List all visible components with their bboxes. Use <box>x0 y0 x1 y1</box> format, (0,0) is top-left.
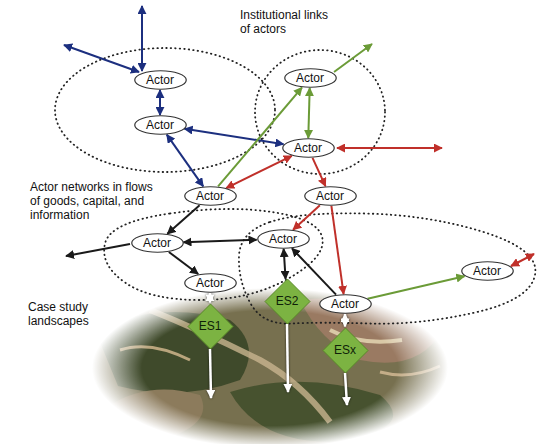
node-text: Actor <box>196 189 224 203</box>
actor-node: Actor <box>304 186 357 206</box>
actor-outline <box>131 234 183 253</box>
flow-arrow <box>167 135 203 187</box>
actor-node: Actor <box>282 138 335 158</box>
actor-outline <box>134 71 186 90</box>
annotation-label: Case study landscapes <box>28 300 108 328</box>
diamond-outline <box>323 328 368 373</box>
flow-arrow <box>169 252 198 274</box>
node-text: Actor <box>294 141 322 155</box>
actor-outline <box>461 262 513 281</box>
service-flow-line <box>345 373 347 405</box>
diamond-outline <box>265 279 310 324</box>
ecosystem-service-diamond: ES1 <box>187 303 234 350</box>
dotted-group-outline <box>255 50 385 174</box>
landscape-ridge <box>380 366 440 375</box>
node-text: Actor <box>146 73 174 87</box>
flow-arrow <box>313 158 326 186</box>
flow-arrow <box>226 156 292 188</box>
external-link-arrow <box>64 45 139 72</box>
flow-arrow <box>167 205 199 234</box>
actor-node: Actor <box>319 294 372 314</box>
landscape-ridge <box>150 310 330 422</box>
actor-outline <box>257 230 309 249</box>
external-link-arrow <box>141 6 143 71</box>
flow-arrow <box>209 293 212 303</box>
actor-outline <box>282 139 334 158</box>
dotted-group-outline <box>239 213 535 323</box>
flow-arrow <box>308 88 309 138</box>
flow-arrow <box>368 276 465 299</box>
node-text: Actor <box>296 71 324 85</box>
actor-node: Actor <box>131 233 184 253</box>
actor-node: Actor <box>257 229 310 249</box>
node-text: Actor <box>473 264 501 278</box>
actor-outline <box>134 116 186 135</box>
node-text: Actor <box>143 236 171 250</box>
actor-outline <box>304 187 356 206</box>
actor-node: Actor <box>284 68 337 88</box>
external-link-arrow <box>511 254 534 266</box>
node-text: ESx <box>334 343 356 357</box>
external-link-arrow <box>337 147 442 149</box>
landscape-ridge <box>120 347 190 360</box>
flow-arrow <box>293 205 320 230</box>
node-text: Actor <box>146 118 174 132</box>
actor-outline <box>319 295 371 314</box>
annotation-label: Institutional links of actors <box>240 8 336 36</box>
flow-arrow <box>284 249 286 279</box>
ecosystem-service-diamond: ESx <box>322 327 369 374</box>
actor-node: Actor <box>461 261 514 281</box>
actor-outline <box>184 187 236 206</box>
dotted-group-outline <box>55 48 275 172</box>
landscape-slope <box>110 389 203 440</box>
node-text: Actor <box>316 189 344 203</box>
node-text: ES1 <box>199 319 222 333</box>
flow-arrow <box>159 90 161 115</box>
actor-node: Actor <box>134 70 187 90</box>
external-link-arrow <box>334 44 372 72</box>
landscape-photo <box>88 285 453 444</box>
ecosystem-service-diamond: ES2 <box>264 278 311 325</box>
node-text: Actor <box>196 276 224 290</box>
flow-arrow <box>331 206 343 294</box>
flow-arrow <box>185 129 284 144</box>
flow-arrow <box>344 314 347 327</box>
landscape-valley <box>230 382 393 442</box>
diamond-outline <box>188 304 233 349</box>
annotation-label: Actor networks in flows of goods, capita… <box>30 180 160 222</box>
actor-outline <box>284 69 336 88</box>
external-link-arrow <box>66 244 130 256</box>
actor-node: Actor <box>184 273 237 293</box>
landscape-ground <box>88 285 453 444</box>
node-text: ES2 <box>276 294 299 308</box>
flow-arrow <box>292 248 336 294</box>
flow-arrow <box>183 240 256 242</box>
service-flow-line <box>210 349 211 398</box>
service-flow-line <box>287 324 288 392</box>
actor-node: Actor <box>184 186 237 206</box>
node-text: Actor <box>331 297 359 311</box>
node-text: Actor <box>269 232 297 246</box>
actor-node: Actor <box>134 115 187 135</box>
actor-outline <box>184 274 236 293</box>
